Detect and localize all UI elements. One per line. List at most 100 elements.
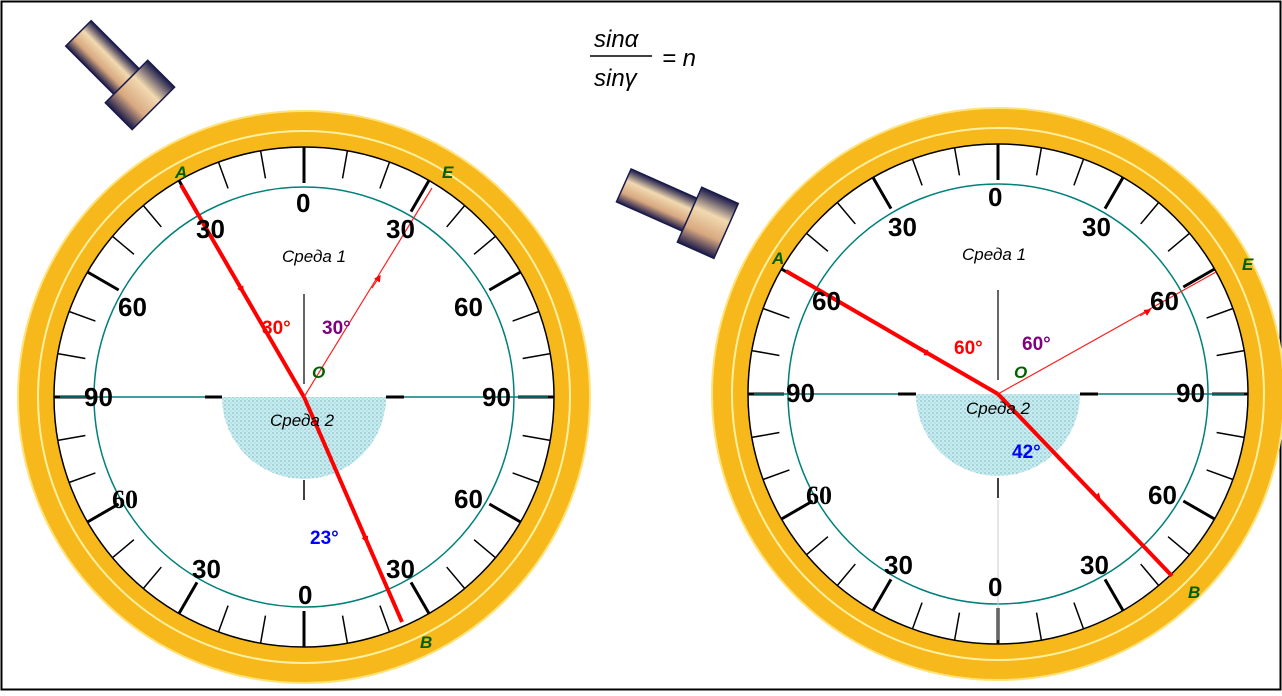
left-refracted-arrow-icon [361, 529, 369, 544]
right-optical-disk: 0 30 30 60 60 90 90 60 60 30 30 0 A E O … [615, 107, 1282, 681]
left-reflected-arrow-icon [371, 274, 381, 289]
left-tick [112, 539, 135, 559]
right-reflected-angle: 60° [1022, 334, 1051, 355]
left-tick [259, 615, 267, 644]
left-light-source-icon [64, 19, 176, 131]
right-medium-1-label: Среда 1 [962, 245, 1026, 264]
snell-formula: sinα sinγ = n [590, 26, 696, 92]
right-tick [1073, 602, 1085, 630]
right-incident-angle: 60° [954, 338, 983, 359]
right-tick [911, 602, 923, 630]
right-tick [1035, 147, 1043, 176]
right-tick [871, 578, 893, 612]
right-tick [1103, 176, 1125, 210]
right-medium-2-label: Среда 2 [966, 399, 1031, 418]
right-tick [836, 563, 856, 586]
right-rim-highlight [731, 127, 1265, 661]
left-tick [446, 566, 466, 589]
left-medium-2-semicircle [222, 397, 386, 479]
right-tick [1216, 431, 1245, 439]
left-tick [512, 472, 540, 484]
right-tick [911, 158, 923, 186]
left-tick [217, 161, 229, 189]
left-tick [473, 235, 496, 255]
right-tick [1167, 536, 1190, 556]
right-tick [762, 469, 790, 481]
left-tick [341, 615, 349, 644]
right-tick [953, 612, 961, 641]
right-scale-mid-lower-left: 60 [806, 481, 832, 510]
right-reflected-arrow-icon [1139, 309, 1152, 317]
right-scale-mid-lower-right: 60 [1148, 480, 1177, 510]
left-reflected-ray [303, 187, 433, 398]
left-scale-bottom: 0 [298, 580, 312, 610]
left-tick [142, 566, 162, 589]
left-refracted-ray [302, 396, 404, 623]
left-scale-mid-upper-right: 60 [454, 292, 483, 322]
left-tick [409, 179, 431, 213]
right-tick [806, 536, 829, 556]
left-tick [86, 502, 120, 524]
right-refracted-arrow-icon [1091, 489, 1101, 501]
left-tick [522, 434, 551, 442]
left-incident-arrow-icon [237, 282, 244, 294]
right-point-b: B [1188, 583, 1200, 602]
right-scale-upper-right: 30 [1082, 212, 1111, 242]
right-tick [1140, 202, 1160, 225]
left-tick [112, 235, 135, 255]
left-point-o: O [312, 363, 325, 382]
left-tick [142, 205, 162, 228]
left-tick [522, 352, 551, 360]
left-tick [217, 605, 229, 633]
right-scale-left: 90 [786, 378, 815, 408]
left-tick [68, 472, 96, 484]
left-scale-lower-left: 30 [192, 554, 221, 584]
left-tick [473, 539, 496, 559]
left-tick [57, 434, 86, 442]
left-tick [57, 352, 86, 360]
left-scale-upper-left: 30 [196, 214, 225, 244]
right-point-a: A [771, 249, 784, 268]
right-point-e: E [1242, 255, 1254, 274]
left-tick [488, 270, 522, 292]
left-point-a: A [174, 163, 187, 182]
right-tick [780, 499, 814, 521]
right-tick [1167, 232, 1190, 252]
left-tick [259, 150, 267, 179]
left-tick [488, 502, 522, 524]
left-incident-angle: 30° [262, 318, 291, 339]
right-scale-lower-right: 30 [1080, 550, 1109, 580]
left-point-b: B [420, 633, 432, 652]
left-scale-lower-right: 30 [386, 554, 415, 584]
right-reflected-ray [997, 271, 1217, 395]
formula-rhs: = n [662, 45, 696, 72]
right-scale-mid-upper-left: 60 [812, 286, 841, 316]
left-tick [86, 270, 120, 292]
formula-denominator: sinγ [594, 65, 639, 92]
right-tick [836, 202, 856, 225]
right-tick [1206, 469, 1234, 481]
left-tick [177, 581, 199, 615]
formula-numerator: sinα [594, 26, 640, 53]
right-tick [751, 431, 780, 439]
right-scale-right: 90 [1176, 378, 1205, 408]
left-tick [409, 581, 431, 615]
left-tick [68, 310, 96, 322]
right-refracted-angle: 42° [1012, 442, 1041, 463]
right-tick [871, 176, 893, 210]
right-scale-bottom: 0 [988, 572, 1002, 602]
right-tick [1140, 563, 1160, 586]
right-incident-arrow-icon [919, 348, 932, 356]
left-point-e: E [442, 163, 454, 182]
right-scale-mid-upper-right: 60 [1150, 286, 1179, 316]
right-tick [1182, 267, 1216, 289]
left-reflected-angle: 30° [322, 318, 351, 339]
right-tick [806, 232, 829, 252]
left-tick [512, 310, 540, 322]
left-tick [379, 605, 391, 633]
left-optical-disk: 0 30 30 60 60 90 90 60 60 30 30 0 A E O … [17, 19, 591, 684]
right-incident-ray [784, 269, 1000, 396]
right-scale-top: 0 [988, 182, 1002, 212]
